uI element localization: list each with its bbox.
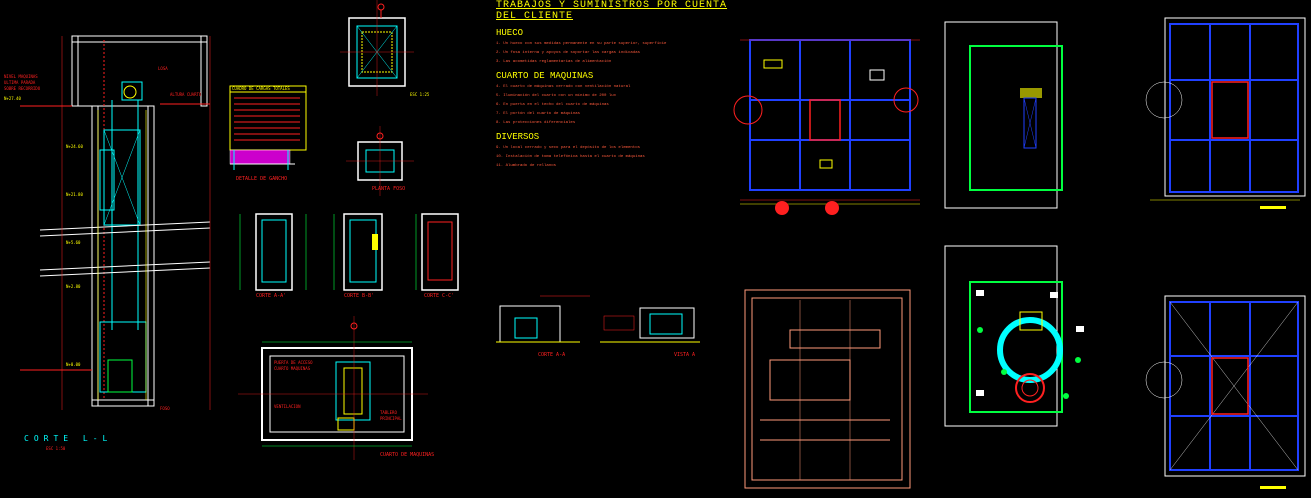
site-plan [744,289,911,489]
hook-detail [229,149,295,170]
svg-text:N+5.60: N+5.60 [66,240,81,245]
legend-title: CUADRO DE CARGAS TOTALES [232,86,290,91]
notes-header: TRABAJOS Y SUMINISTROS POR CUENTA DEL CL… [496,0,728,22]
elevator-shaft-section: NIVEL MAQUINAS ULTIMA PARADA SOBRE RECOR… [4,35,211,411]
section-cc [415,213,459,291]
floor-plan-1 [733,39,920,215]
note-item: 4. El cuarto de máquinas cerrado con ven… [496,85,631,89]
apartment-plan-top [1145,17,1306,209]
section-diversos-title: DIVERSOS [496,132,540,142]
svg-text:ESC 1:25: ESC 1:25 [410,92,430,97]
svg-text:N+24.60: N+24.60 [66,144,83,149]
label-corte-ll-scale: ESC 1:50 [46,446,66,451]
shaft-plan-mid [346,126,414,196]
svg-text:CUARTO MAQUINAS: CUARTO MAQUINAS [274,366,311,371]
label-detalle-gancho: DETALLE DE GANCHO [236,176,288,182]
svg-text:ALTURA CUARTO: ALTURA CUARTO [170,92,202,97]
label-corte-bb: CORTE B-B' [344,293,375,299]
svg-text:TABLERO: TABLERO [380,410,397,415]
roof-plan [944,21,1063,209]
label-corte-aa: CORTE A-A' [256,293,287,299]
svg-text:PRINCIPAL: PRINCIPAL [380,416,402,421]
note-item: 6. En puerta en el techo del cuarto de m… [496,103,609,107]
svg-text:N+21.80: N+21.80 [66,192,83,197]
note-item: 9. Un local cerrado y seco para el depós… [496,146,641,150]
label-cuarto-maquinas: CUARTO DE MAQUINAS [380,452,435,458]
small-section-a [496,295,590,343]
section-cuarto-title: CUARTO DE MAQUINAS [496,71,594,81]
client-obligations-notes: TRABAJOS Y SUMINISTROS POR CUENTA DEL CL… [496,0,731,169]
svg-text:FOSO: FOSO [160,406,170,411]
shaft-plan-top: ESC 1:25 [340,0,430,97]
label-vista-a: VISTA A [674,352,696,358]
note-item: 5. Iluminación del cuarto con un mínimo … [496,94,617,98]
svg-text:N+27.40: N+27.40 [4,96,21,101]
label-corte-cc: CORTE C-C' [424,293,455,299]
note-item: 3. Las acometidas reglamentarias de alim… [496,60,612,64]
small-section-b [600,307,700,343]
apartment-plan-bottom [1145,295,1306,489]
note-item: 1. Un hueco con sus medidas permanente e… [496,42,667,46]
note-item: 7. El portón del cuarto de máquinas [496,112,581,116]
note-item: 8. Las protecciones diferenciales [496,121,576,125]
legend-box [229,85,307,151]
note-item: 11. Alumbrado de rellanos [496,164,557,168]
section-hueco-title: HUECO [496,28,524,38]
label-planta-foso: PLANTA FOSO [372,186,406,192]
label-corte-aa-small: CORTE A-A [538,352,566,358]
machine-room-plan: PUERTA DE ACCESO CUARTO MAQUINAS VENTILA… [238,316,428,460]
label-corte-ll: CORTE L-L [24,434,113,443]
roof-landscape-plan [944,245,1084,427]
svg-text:VENTILACION: VENTILACION [274,404,301,409]
section-bb [333,213,383,291]
section-aa [239,213,307,291]
note-item: 2. Un fosa interna y apoyos de soportar … [496,51,641,55]
note-item: 10. Instalación de toma telefónica hasta… [496,155,645,159]
svg-text:ULTIMA PARADA: ULTIMA PARADA [4,80,36,85]
svg-text:NIVEL MAQUINAS: NIVEL MAQUINAS [4,74,38,79]
svg-text:PUERTA DE ACCESO: PUERTA DE ACCESO [274,360,313,365]
svg-text:SOBRE RECORRIDO: SOBRE RECORRIDO [4,86,41,91]
svg-text:N+2.80: N+2.80 [66,284,81,289]
svg-text:N+0.00: N+0.00 [66,362,81,367]
svg-text:LOSA: LOSA [158,66,168,71]
